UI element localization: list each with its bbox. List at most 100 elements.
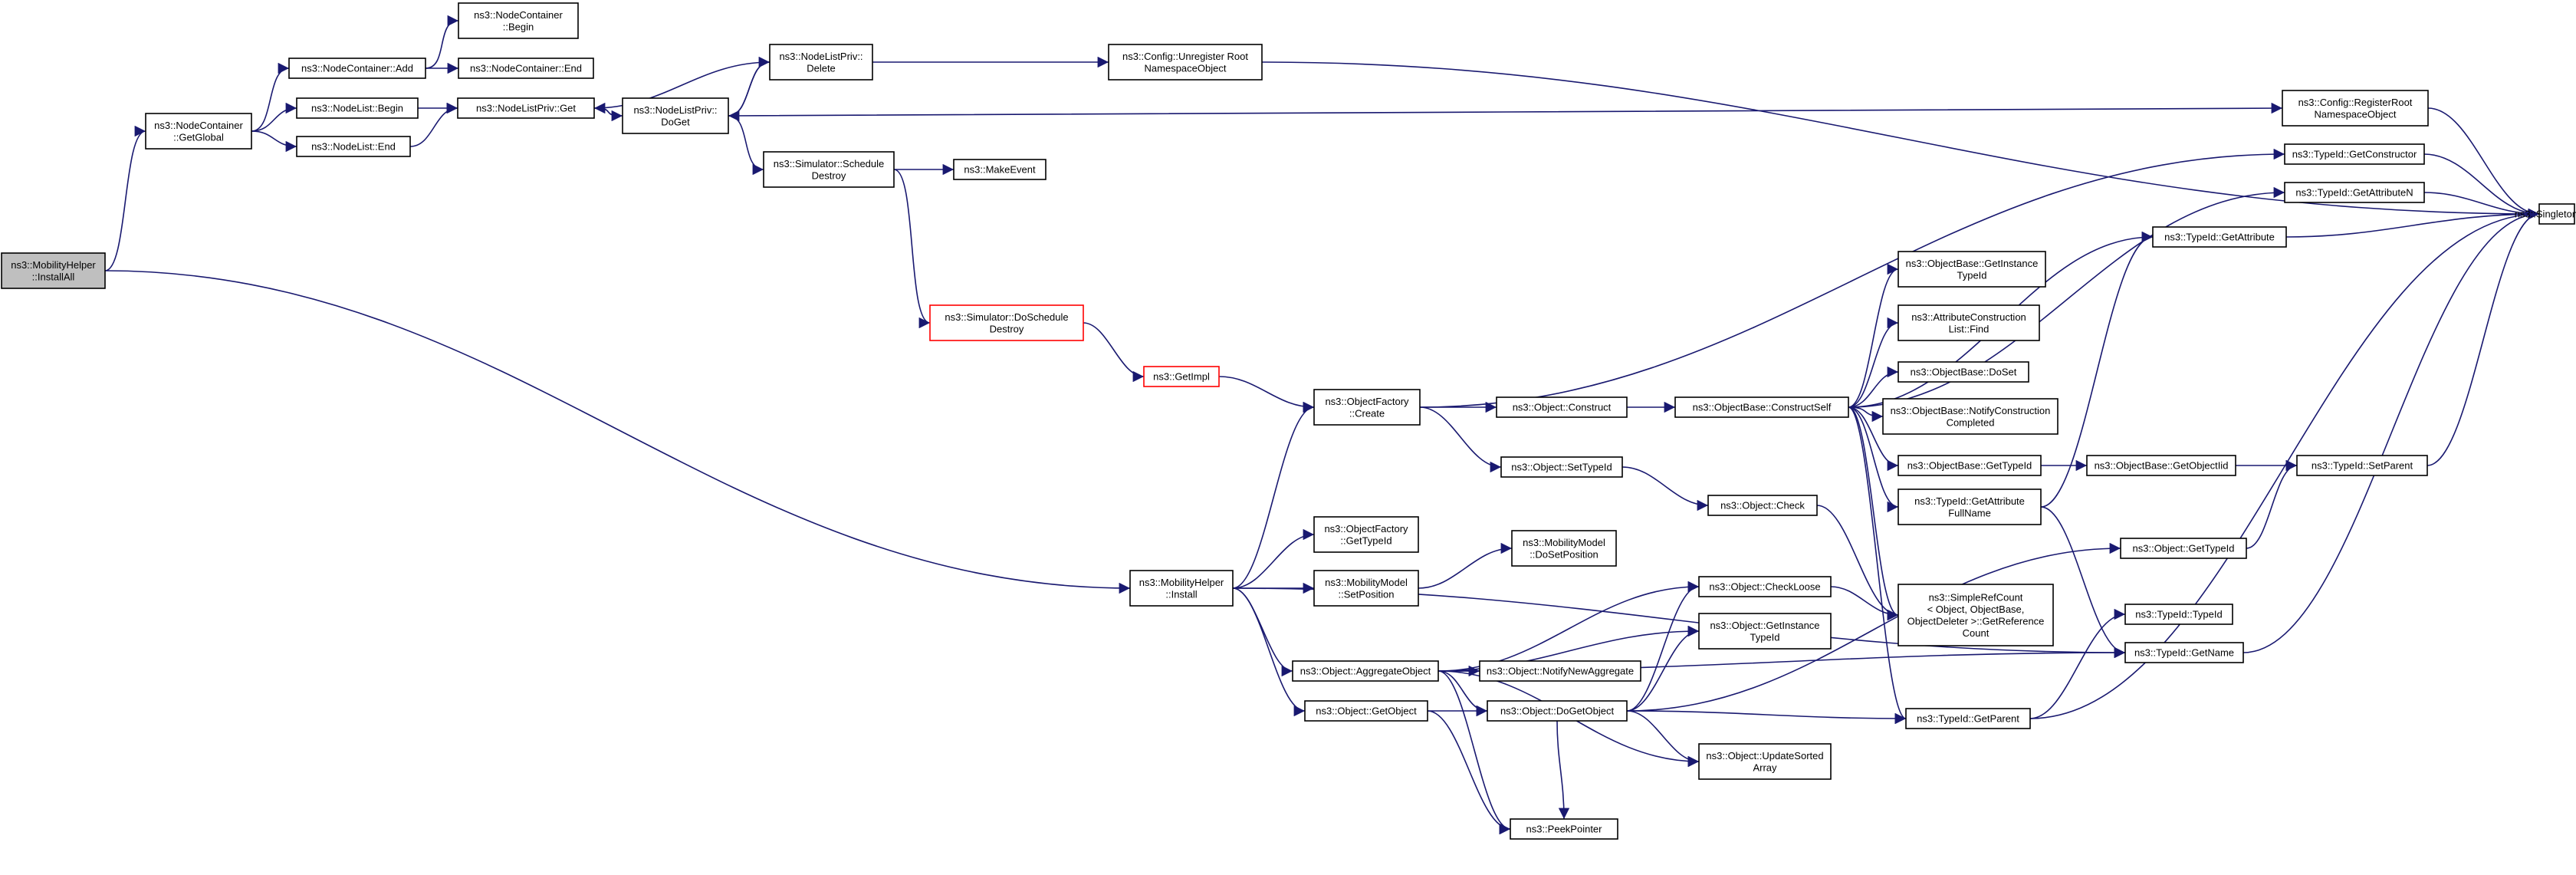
- node-ns3-nodecontainer-end[interactable]: ns3::NodeContainer::End: [458, 58, 594, 79]
- node-ns3-typeid-typeid[interactable]: ns3::TypeId::TypeId: [2124, 604, 2233, 625]
- node-box: [458, 2, 579, 39]
- node-ns3-typeid-setparent[interactable]: ns3::TypeId::SetParent: [2296, 455, 2428, 476]
- node-box: [929, 304, 1084, 341]
- edge-line: [1816, 505, 1899, 621]
- node-box: [1479, 660, 1641, 682]
- node-box: [2296, 455, 2428, 476]
- edge-n47-to-n23: [2029, 208, 2540, 719]
- node-label-line: ns3::TypeId::GetConstructor: [2292, 149, 2417, 160]
- node-label-line: ::GetGlobal: [173, 131, 224, 143]
- node-ns3-mobilityhelper-installall[interactable]: ns3::MobilityHelper::InstallAll: [1, 252, 106, 289]
- edge-n9-to-n7: [593, 61, 770, 114]
- node-label-line: ::GetTypeId: [1340, 535, 1392, 546]
- node-ns3-makeevent[interactable]: ns3::MakeEvent: [953, 159, 1046, 180]
- node-ns3-simplerefcount-object-objectbase-objectdeleter-getreference-count[interactable]: ns3::SimpleRefCount< Object, ObjectBase,…: [1898, 584, 2054, 646]
- node-box: [1313, 570, 1419, 607]
- edge-n36-to-n23: [2242, 208, 2540, 653]
- node-box: [1313, 516, 1419, 553]
- node-box: [296, 136, 411, 157]
- edge-n18-to-n22: [1848, 186, 2285, 408]
- node-ns3-nodecontainer-begin[interactable]: ns3::NodeContainer::Begin: [458, 2, 579, 39]
- node-box: [1698, 613, 1832, 650]
- node-label-line: ::Create: [1349, 407, 1385, 419]
- node-ns3-object-settypeid[interactable]: ns3::Object::SetTypeId: [1500, 456, 1623, 478]
- node-box: [1898, 455, 2042, 476]
- node-ns3-nodecontainer-getglobal[interactable]: ns3::NodeContainer::GetGlobal: [145, 113, 252, 150]
- node-label-line: ns3::ObjectBase::GetInstance: [1906, 258, 2039, 269]
- node-ns3-peekpointer[interactable]: ns3::PeekPointer: [1510, 818, 1618, 840]
- node-label-line: Count: [1963, 627, 1990, 639]
- node-box: [2282, 90, 2429, 127]
- node-ns3-nodelistpriv-get[interactable]: ns3::NodeListPriv::Get: [457, 97, 595, 119]
- edge-line: [1830, 586, 1899, 621]
- edge-line: [2426, 208, 2540, 466]
- node-ns3-object-checkloose[interactable]: ns3::Object::CheckLoose: [1698, 576, 1832, 597]
- edge-line: [2246, 459, 2298, 549]
- node-ns3-getimpl[interactable]: ns3::GetImpl: [1143, 366, 1220, 387]
- node-ns3-object-notifynewaggregate[interactable]: ns3::Object::NotifyNewAggregate: [1479, 660, 1641, 682]
- edge-line: [1232, 528, 1315, 589]
- edge-n6-to-n7: [409, 102, 458, 147]
- node-box: [1511, 530, 1617, 567]
- node-ns3-objectbase-notifyconstruction-completed[interactable]: ns3::ObjectBase::NotifyConstructionCompl…: [1882, 398, 2058, 435]
- node-ns3-typeid-getname[interactable]: ns3::TypeId::GetName: [2124, 642, 2244, 663]
- node-box: [1674, 396, 1849, 418]
- node-ns3-nodelist-end[interactable]: ns3::NodeList::End: [296, 136, 411, 157]
- node-ns3-object-aggregateobject[interactable]: ns3::Object::AggregateObject: [1292, 660, 1439, 682]
- node-box: [1143, 366, 1220, 387]
- node-ns3-typeid-getparent[interactable]: ns3::TypeId::GetParent: [1905, 708, 2031, 729]
- edge-n33-to-n31: [2246, 459, 2298, 549]
- edge-line: [2285, 208, 2540, 238]
- node-label-line: Array: [1753, 762, 1777, 773]
- node-label-line: Destroy: [812, 169, 846, 181]
- node-ns3-object-check[interactable]: ns3::Object::Check: [1707, 495, 1818, 516]
- node-box: [1707, 495, 1818, 516]
- edge-line: [728, 102, 2283, 117]
- edge-n19-to-n20: [1622, 466, 1709, 512]
- node-ns3-object-construct[interactable]: ns3::Object::Construct: [1496, 396, 1628, 418]
- node-ns3-object-getobject[interactable]: ns3::Object::GetObject: [1304, 700, 1428, 722]
- node-ns3-singleton-get[interactable]: ns3::Singleton::Get: [2515, 203, 2576, 225]
- node-ns3-mobilitymodel-setposition[interactable]: ns3::MobilityModel::SetPosition: [1313, 570, 1419, 607]
- edge-line: [1848, 263, 1899, 408]
- node-ns3-nodecontainer-add[interactable]: ns3::NodeContainer::Add: [288, 58, 426, 79]
- node-ns3-objectbase-constructself[interactable]: ns3::ObjectBase::ConstructSelf: [1674, 396, 1849, 418]
- node-box: [1898, 304, 2040, 341]
- node-ns3-objectfactory-create[interactable]: ns3::ObjectFactory::Create: [1313, 389, 1421, 426]
- node-ns3-mobilityhelper-install[interactable]: ns3::MobilityHelper::Install: [1129, 570, 1234, 607]
- node-ns3-object-gettypeid[interactable]: ns3::Object::GetTypeId: [2120, 538, 2247, 559]
- edge-n16-to-n19: [1419, 406, 1502, 473]
- edge-n18-to-n28: [1848, 406, 1884, 423]
- node-box: [288, 58, 426, 79]
- edge-n37-to-n38: [1232, 528, 1315, 589]
- edge-n21-to-n23: [2423, 153, 2540, 220]
- node-ns3-nodelist-begin[interactable]: ns3::NodeList::Begin: [296, 97, 419, 119]
- node-ns3-typeid-getattribute[interactable]: ns3::TypeId::GetAttribute: [2152, 226, 2287, 248]
- node-label-line: ns3::Object::Construct: [1513, 402, 1612, 413]
- node-ns3-objectfactory-gettypeid[interactable]: ns3::ObjectFactory::GetTypeId: [1313, 516, 1419, 553]
- node-ns3-nodelistpriv-delete[interactable]: ns3::NodeListPriv::Delete: [769, 44, 873, 81]
- edge-n18-to-n34: [1848, 406, 1899, 621]
- node-label-line: ns3::Object::CheckLoose: [1709, 581, 1820, 593]
- node-box: [1304, 700, 1428, 722]
- node-ns3-nodelistpriv-doget[interactable]: ns3::NodeListPriv::DoGet: [622, 97, 729, 134]
- node-ns3-object-dogetobject[interactable]: ns3::Object::DoGetObject: [1487, 700, 1628, 722]
- node-ns3-objectbase-getobjectiid[interactable]: ns3::ObjectBase::GetObjectIid: [2086, 455, 2236, 476]
- edge-n2-to-n3: [425, 15, 459, 69]
- node-ns3-typeid-getconstructor[interactable]: ns3::TypeId::GetConstructor: [2284, 143, 2425, 165]
- node-ns3-objectbase-doset[interactable]: ns3::ObjectBase::DoSet: [1898, 361, 2029, 383]
- node-ns3-config-unregister-root-namespaceobject[interactable]: ns3::Config::Unregister RootNamespaceObj…: [1108, 44, 1263, 81]
- node-ns3-mobilitymodel-dosetposition[interactable]: ns3::MobilityModel::DoSetPosition: [1511, 530, 1617, 567]
- node-ns3-objectbase-gettypeid[interactable]: ns3::ObjectBase::GetTypeId: [1898, 455, 2042, 476]
- node-box: [769, 44, 873, 81]
- node-ns3-typeid-getattributen[interactable]: ns3::TypeId::GetAttributeN: [2284, 182, 2425, 203]
- node-label-line: ns3::TypeId::TypeId: [2135, 609, 2222, 620]
